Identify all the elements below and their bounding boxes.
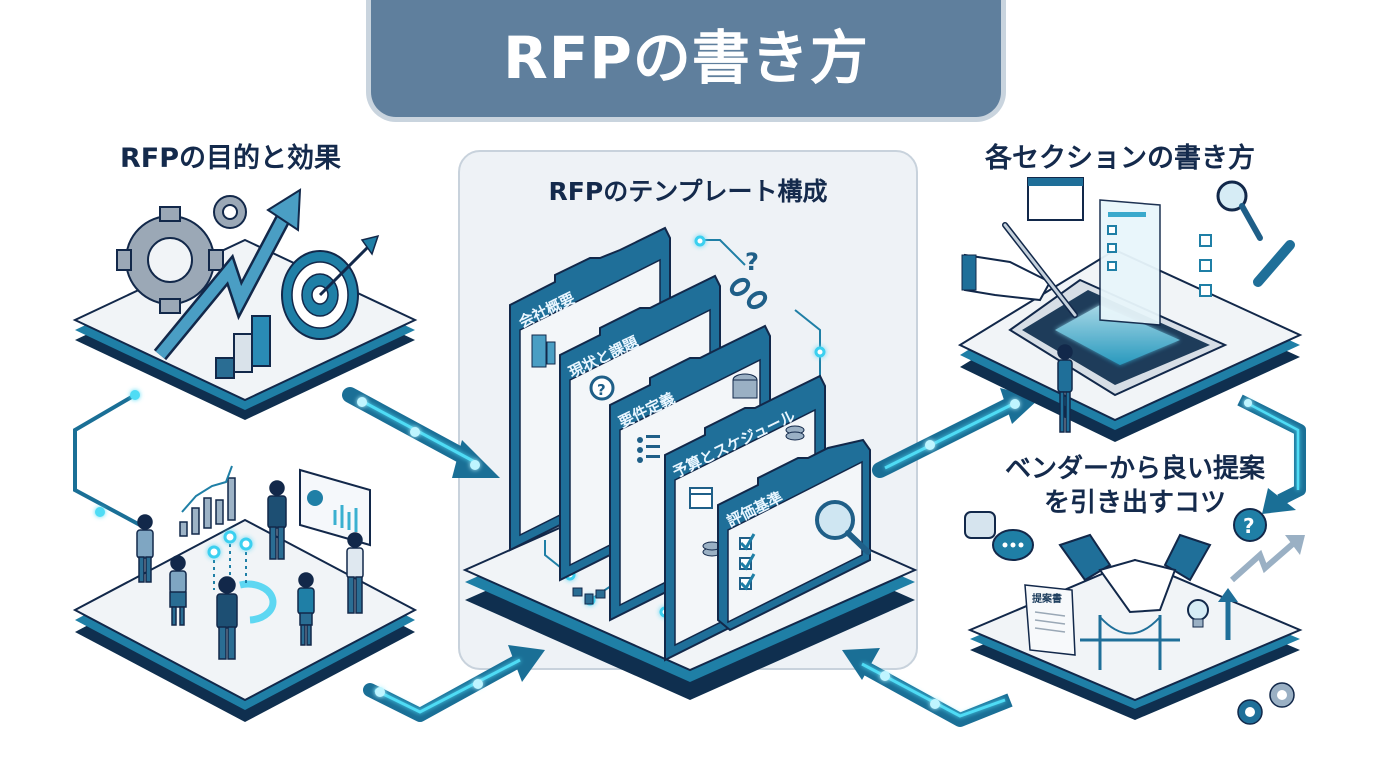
arrow-writing-to-tips: [1237, 394, 1306, 514]
platform-tips: 提案書 ?: [964, 508, 1305, 725]
arrow-meeting-to-template: [363, 645, 545, 722]
magnifier-icon: [815, 500, 871, 555]
small-gear-icon: [213, 195, 247, 229]
arrow-tips-to-template: [842, 648, 1013, 727]
chat-bubbles-icon: [964, 511, 1034, 561]
checklist-icon: [739, 533, 756, 591]
title-banner: RFPの書き方: [366, 0, 1006, 122]
chat-window-icon: [1027, 177, 1084, 221]
broken-link-icon: [729, 277, 768, 310]
people-group: [136, 480, 364, 660]
section-title-template: RFPのテンプレート構成: [548, 177, 828, 206]
scroll-label: 提案書: [1032, 592, 1062, 605]
up-arrow-icon: [1218, 588, 1238, 640]
connector-left-loop: [73, 390, 141, 527]
person-icon: [267, 480, 287, 560]
handshake-icon: [1058, 533, 1212, 614]
section-title-tips: ベンダーから良い提案 を引き出すコツ: [985, 452, 1285, 520]
list-icon: [637, 435, 660, 463]
database-icon: [732, 373, 758, 399]
folder-evaluation-criteria: 評価基準: [717, 438, 871, 632]
growth-chart-icon: [179, 465, 236, 537]
tips-title-line1: ベンダーから良い提案: [1004, 454, 1265, 484]
puzzle-pieces-icon: [572, 587, 606, 605]
tips-title-line2: を引き出すコツ: [1043, 488, 1226, 518]
pencil-icon: [1253, 240, 1295, 287]
svg-text:?: ?: [1243, 514, 1255, 538]
person-icon: [346, 532, 364, 614]
document-hologram: [1099, 199, 1161, 326]
building-icon: [531, 334, 556, 368]
growth-arrow-icon: [1230, 535, 1305, 583]
tablet-icon: [1008, 278, 1228, 397]
flow-arrows: [73, 387, 1306, 727]
arrow-template-to-writing: [872, 388, 1040, 478]
question-mark-icon: ?: [745, 248, 759, 276]
progress-ring: [239, 580, 277, 624]
person-icon: [169, 555, 187, 626]
platform-purpose: [72, 188, 418, 420]
page-title: RFPの書き方: [503, 24, 869, 92]
gear-icon: [116, 206, 224, 314]
platform-meeting: [72, 465, 418, 722]
gears-icon: [1237, 682, 1295, 725]
checklist-side-icon: [1199, 234, 1212, 297]
data-nodes: [213, 537, 247, 590]
dashboard-screen-icon: [299, 468, 371, 547]
magnifier-icon: [1216, 180, 1263, 241]
proposal-scroll-icon: 提案書: [1024, 584, 1076, 656]
person-icon: [216, 576, 238, 660]
section-title-writing: 各セクションの書き方: [985, 143, 1255, 174]
section-title-purpose: RFPの目的と効果: [120, 143, 342, 174]
svg-text:?: ?: [597, 381, 606, 399]
target-icon: [281, 234, 380, 340]
person-icon: [136, 514, 154, 583]
question-icon: [589, 375, 615, 401]
question-bubble-icon: ?: [1233, 508, 1267, 542]
coins-icon: [702, 425, 805, 557]
bar-chart-icon: [215, 315, 271, 379]
person-icon: [297, 572, 315, 646]
bridge-icon: [1080, 615, 1180, 670]
platform-writing: [957, 177, 1303, 442]
calendar-icon: [689, 487, 713, 509]
trend-arrow-icon: [153, 188, 302, 361]
person-icon: [1057, 344, 1073, 433]
lightbulb-icon: [1187, 599, 1209, 628]
hand-stylus-icon: [961, 222, 1078, 318]
arrow-purpose-to-template: [342, 387, 500, 478]
platform-template: ? 会社概要 現状と課題 ? 要件定義 予算と: [462, 226, 918, 700]
